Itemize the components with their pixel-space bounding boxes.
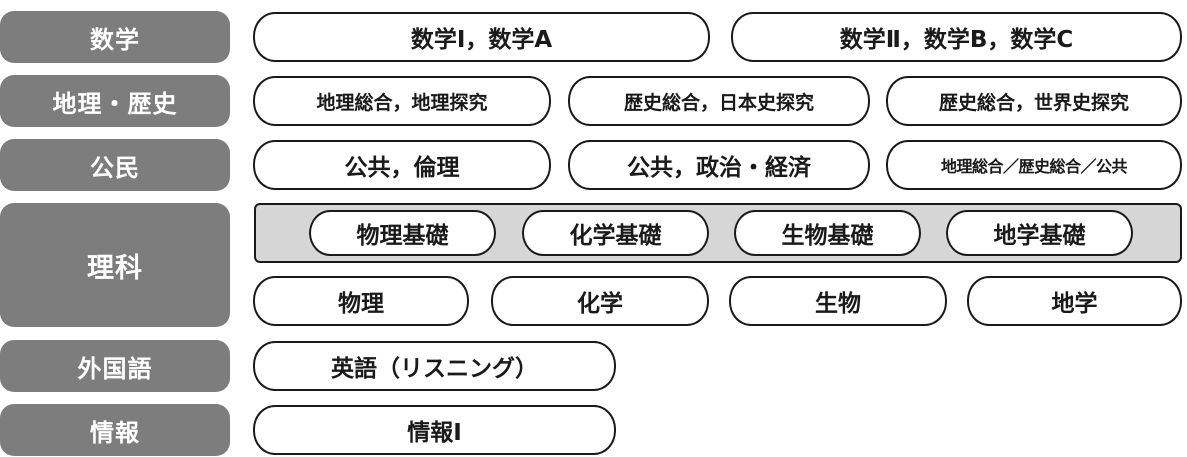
subject-geography: 地理総合，地理探究 — [253, 76, 551, 126]
category-information: 情報 — [0, 404, 230, 456]
category-civics: 公民 — [0, 139, 230, 191]
subject-chemistry: 化学 — [491, 276, 709, 326]
subject-geo-history-public: 地理総合／歴史総合／公共 — [886, 140, 1182, 190]
category-geo-history: 地理・歴史 — [0, 75, 230, 127]
subject-earth-science-basic: 地学基礎 — [946, 210, 1133, 256]
subject-english-listening: 英語（リスニング） — [253, 341, 616, 391]
subject-information-1: 情報Ⅰ — [253, 405, 616, 455]
subject-politics-economics: 公共，政治・経済 — [568, 140, 870, 190]
subject-physics: 物理 — [253, 276, 469, 326]
category-math: 数学 — [0, 11, 230, 63]
category-foreign-language: 外国語 — [0, 340, 230, 392]
subject-physics-basic: 物理基礎 — [309, 210, 496, 256]
subject-japanese-history: 歴史総合，日本史探究 — [568, 76, 870, 126]
subject-earth-science: 地学 — [967, 276, 1182, 326]
subject-biology: 生物 — [729, 276, 947, 326]
subject-math-2bc: 数学Ⅱ，数学B，数学C — [731, 12, 1182, 62]
category-science: 理科 — [0, 203, 230, 327]
subject-ethics: 公共，倫理 — [253, 140, 551, 190]
subject-math-1a: 数学Ⅰ，数学A — [253, 12, 710, 62]
subject-world-history: 歴史総合，世界史探究 — [886, 76, 1182, 126]
subject-biology-basic: 生物基礎 — [734, 210, 921, 256]
subject-chemistry-basic: 化学基礎 — [522, 210, 709, 256]
